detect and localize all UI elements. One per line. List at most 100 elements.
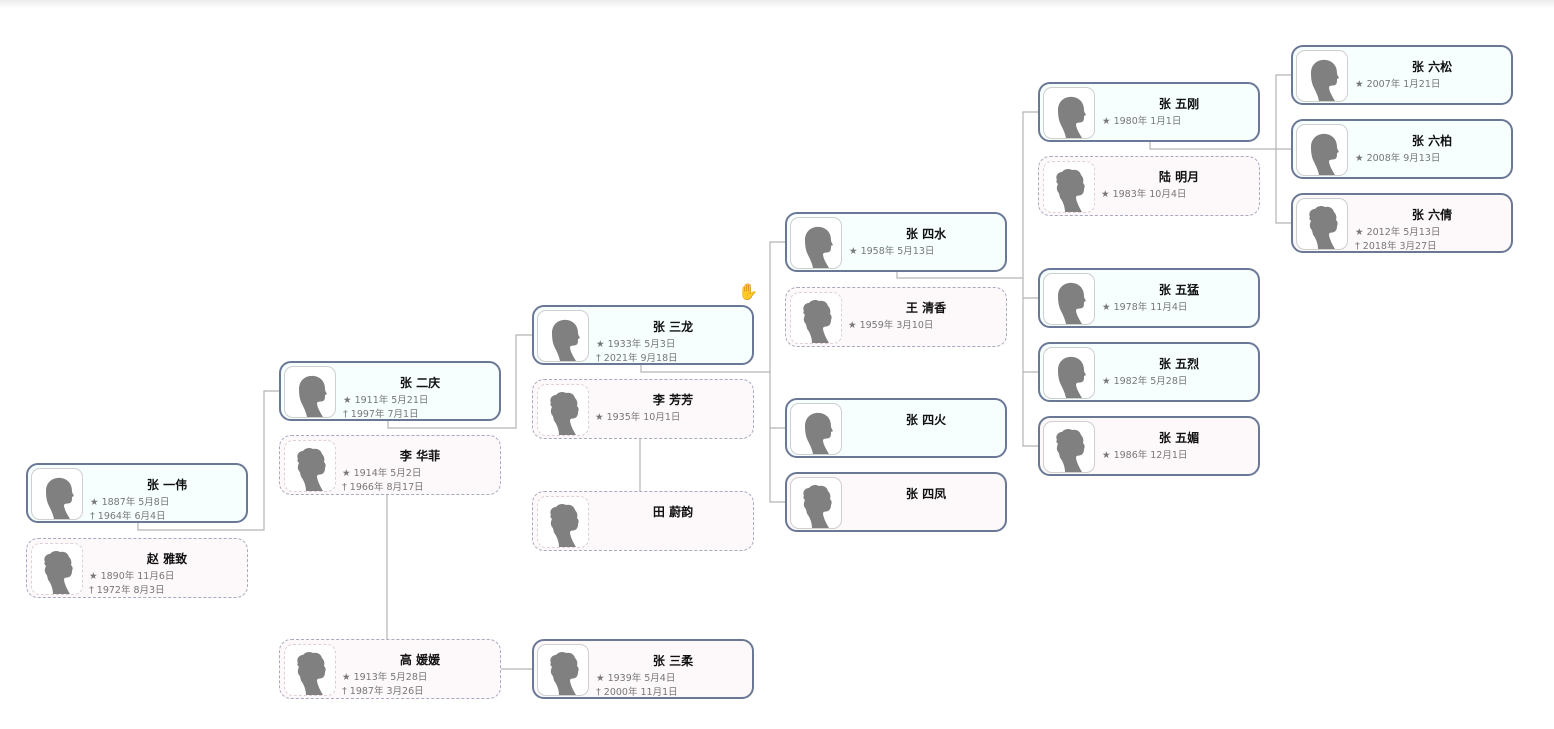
person-card-p6[interactable]: 张 三龙★ 1933年 5月3日† 2021年 9月18日 [532,305,754,365]
birth-date-text: 1911年 5月21日 [354,395,429,406]
person-name: 张 五媚 [1158,431,1200,445]
star-icon: ★ [1102,450,1111,461]
death-date-text: 2018年 3月27日 [1362,241,1437,252]
link-p3-children [387,334,532,429]
female-silhouette-icon [31,543,83,595]
death-date: † 2018年 3月27日 [1355,238,1437,252]
star-icon: ★ [1355,153,1364,164]
death-date: † 1987年 3月26日 [342,683,424,697]
person-card-p21[interactable]: 张 六倩★ 2012年 5月13日† 2018年 3月27日 [1291,193,1513,253]
person-name: 张 四凤 [905,487,947,501]
birth-date: ★ 1911年 5月21日 [343,392,428,406]
star-icon: ★ [849,246,858,257]
birth-date: ★ 1939年 5月4日 [596,670,675,684]
person-card-p8[interactable]: 田 蔚韵 [532,491,754,551]
link-p1-children [137,390,279,531]
birth-date-text: 1959年 3月10日 [859,320,934,331]
dagger-icon: † [342,482,347,493]
birth-date: ★ 2008年 9月13日 [1355,150,1440,164]
dagger-icon: † [596,353,601,364]
star-icon: ★ [1102,376,1111,387]
person-card-p7[interactable]: 李 芳芳★ 1935年 10月1日 [532,379,754,439]
person-name: 张 三柔 [652,654,694,668]
death-date-text: 2021年 9月18日 [603,353,678,364]
birth-date: ★ 1959年 3月10日 [848,317,933,331]
person-card-p17[interactable]: 张 五烈 ★ 1982年 5月28日 [1038,342,1260,402]
person-name: 张 六柏 [1411,134,1453,148]
dagger-icon: † [343,409,348,420]
birth-date: ★ 1983年 10月4日 [1101,186,1186,200]
male-silhouette-icon [31,468,83,520]
birth-date: ★ 2012年 5月13日 [1355,224,1440,238]
person-card-p13[interactable]: 张 四凤 [785,472,1007,532]
death-date: † 1966年 8月17日 [342,479,424,493]
star-icon: ★ [90,497,99,508]
female-silhouette-icon [1043,161,1095,213]
person-card-p20[interactable]: 张 六柏 ★ 2008年 9月13日 [1291,119,1513,179]
star-icon: ★ [342,468,351,479]
person-card-p10[interactable]: 张 四水 ★ 1958年 5月13日 [785,212,1007,272]
star-icon: ★ [1102,302,1111,313]
person-name: 王 清香 [905,301,947,315]
birth-date: ★ 1933年 5月3日 [596,336,675,350]
dagger-icon: † [596,687,601,698]
death-date: † 1997年 7月1日 [343,406,419,420]
death-date: † 1964年 6月4日 [90,508,166,522]
person-name: 陆 明月 [1158,170,1200,184]
male-silhouette-icon [284,366,336,418]
female-silhouette-icon [790,477,842,529]
birth-date-text: 1890年 11月6日 [100,571,175,582]
birth-date: ★ 2007年 1月21日 [1355,76,1440,90]
link-p10-children [896,111,1038,447]
person-name: 张 五猛 [1158,283,1200,297]
death-date-text: 1987年 3月26日 [349,686,424,697]
person-name: 张 六松 [1411,60,1453,74]
person-name: 张 五刚 [1158,97,1200,111]
person-card-p12[interactable]: 张 四火 [785,398,1007,458]
dagger-icon: † [1355,241,1360,252]
birth-date: ★ 1887年 5月8日 [90,494,169,508]
person-card-p16[interactable]: 张 五猛 ★ 1978年 11月4日 [1038,268,1260,328]
death-date-text: 1966年 8月17日 [349,482,424,493]
person-card-p15[interactable]: 陆 明月 ★ 1983年 10月4日 [1038,156,1260,216]
birth-date-text: 1939年 5月4日 [607,673,676,684]
person-name: 田 蔚韵 [652,505,694,519]
person-card-p5[interactable]: 高 媛媛★ 1913年 5月28日† 1987年 3月26日 [279,639,501,699]
birth-date-text: 1914年 5月2日 [353,468,422,479]
person-name: 高 媛媛 [399,653,441,667]
person-card-p11[interactable]: 王 清香 ★ 1959年 3月10日 [785,287,1007,347]
star-icon: ★ [89,571,98,582]
birth-date-text: 1935年 10月1日 [606,412,681,423]
person-name: 张 五烈 [1158,357,1200,371]
birth-date-text: 1933年 5月3日 [607,339,676,350]
person-card-p2[interactable]: 赵 雅致★ 1890年 11月6日† 1972年 8月3日 [26,538,248,598]
male-silhouette-icon [1296,50,1348,102]
person-name: 赵 雅致 [146,552,188,566]
birth-date: ★ 1982年 5月28日 [1102,373,1187,387]
male-silhouette-icon [1043,273,1095,325]
person-name: 张 二庆 [399,376,441,390]
person-card-p14[interactable]: 张 五刚★ 1980年 1月1日 [1038,82,1260,142]
person-name: 李 华菲 [399,449,441,463]
birth-date-text: 1913年 5月28日 [353,672,428,683]
dagger-icon: † [342,686,347,697]
star-icon: ★ [596,339,605,350]
person-card-p18[interactable]: 张 五媚★ 1986年 12月1日 [1038,416,1260,476]
person-card-p1[interactable]: 张 一伟★ 1887年 5月8日† 1964年 6月4日 [26,463,248,523]
female-silhouette-icon [284,644,336,696]
person-card-p19[interactable]: 张 六松 ★ 2007年 1月21日 [1291,45,1513,105]
star-icon: ★ [1101,189,1110,200]
birth-date-text: 1978年 11月4日 [1113,302,1188,313]
person-name: 张 四水 [905,227,947,241]
star-icon: ★ [595,412,604,423]
birth-date: ★ 1935年 10月1日 [595,409,680,423]
female-silhouette-icon [537,644,589,696]
person-card-p3[interactable]: 张 二庆 ★ 1911年 5月21日† 1997年 7月1日 [279,361,501,421]
hand-cursor-icon: ✋ [738,282,758,301]
birth-date: ★ 1890年 11月6日 [89,568,174,582]
birth-date: ★ 1958年 5月13日 [849,243,934,257]
birth-date-text: 2012年 5月13日 [1366,227,1441,238]
person-card-p4[interactable]: 李 华菲★ 1914年 5月2日† 1966年 8月17日 [279,435,501,495]
link-p6-children [640,241,785,503]
person-card-p9[interactable]: 张 三柔★ 1939年 5月4日† 2000年 11月1日 [532,639,754,699]
